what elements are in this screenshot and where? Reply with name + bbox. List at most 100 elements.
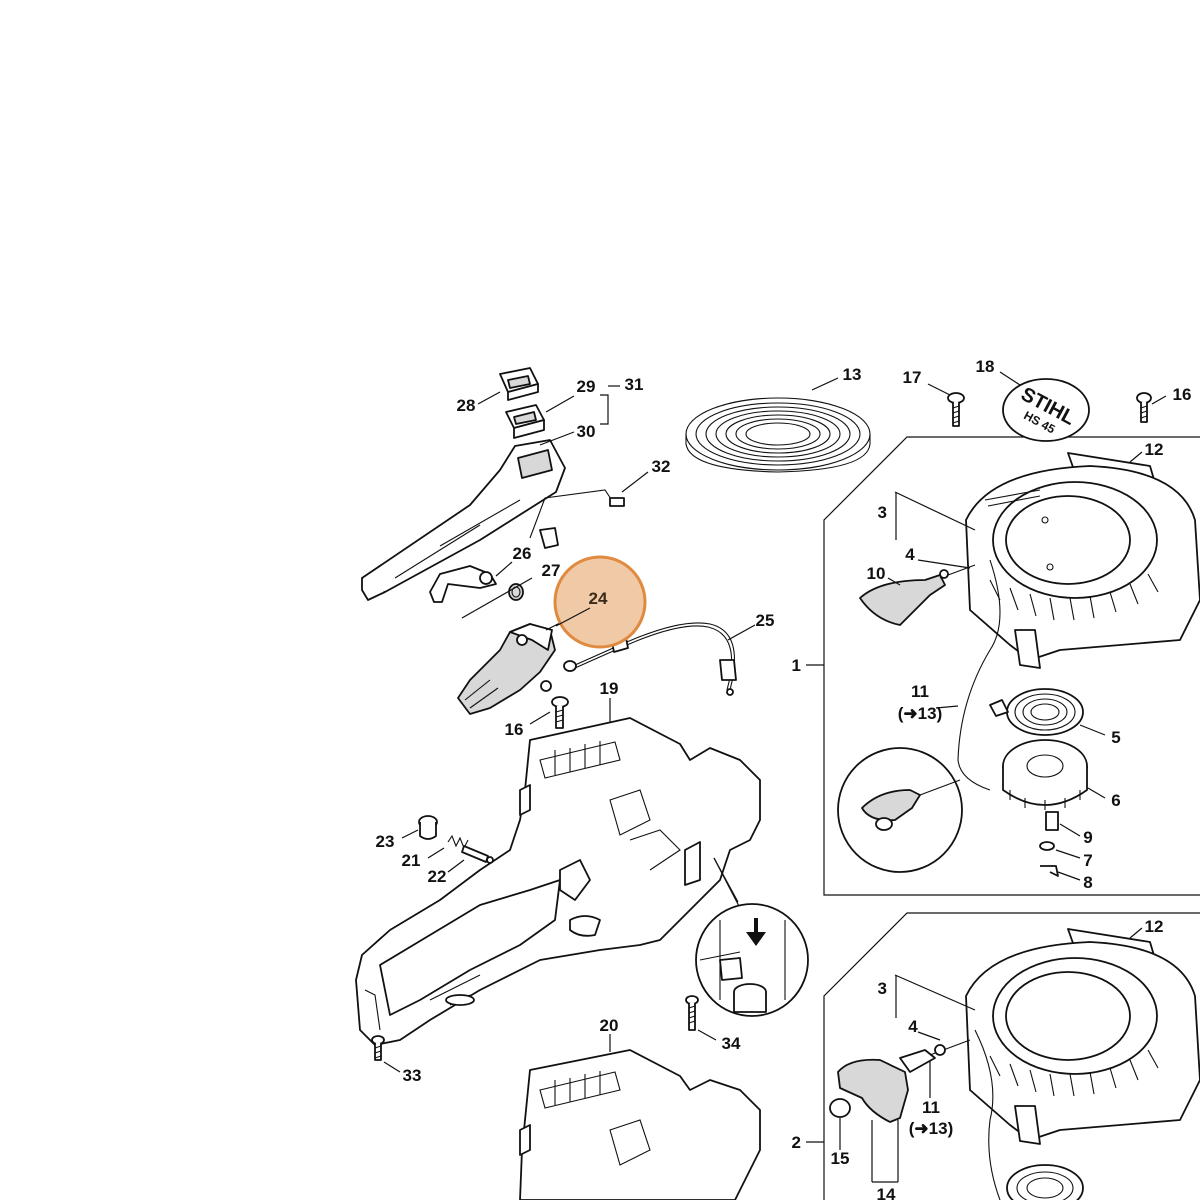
label-34: 34 [722,1034,741,1053]
label-18: 18 [976,357,995,376]
switch-29 [505,404,545,439]
label-3b: 3 [878,979,887,998]
label-31: 31 [625,375,644,394]
label-4b: 4 [908,1017,918,1036]
label-19: 19 [600,679,619,698]
pin-22 [461,845,494,864]
spring-clip-8 [1040,865,1059,877]
label-23: 23 [376,832,395,851]
spring-27 [508,583,524,601]
leader-29 [545,395,575,413]
leader-5 [1079,724,1106,736]
rewind-spring-13 [685,397,871,473]
leader-12b [1129,927,1143,939]
label-11b: 11 [922,1098,940,1117]
label-16a: 16 [1173,385,1192,404]
leader-9 [1059,823,1081,837]
starter-handle-lower [837,1039,971,1123]
handle-detail-view [837,747,963,873]
leader-33 [383,1061,401,1073]
label-10: 10 [867,564,886,583]
label-21: 21 [402,851,421,870]
handle-housing-20 [519,1049,761,1200]
leader-24-inner [555,607,591,627]
label-14: 14 [877,1185,896,1200]
leader-34 [697,1029,717,1041]
leader-22 [447,859,465,873]
label-3a: 3 [878,503,887,522]
label-11a: 11 [911,682,929,701]
leader-3b [894,974,976,1011]
screw-16-left [551,696,569,729]
starter-rope-lower [974,1029,1001,1200]
leader-23 [401,829,419,839]
leader-8 [1057,871,1081,881]
starter-assembly-2-frame [823,912,1200,1200]
leader-18 [999,371,1021,386]
leader-detail [713,857,739,903]
label-2: 2 [792,1133,801,1152]
leader-10 [887,577,901,586]
label-25: 25 [756,611,775,630]
label-29: 29 [577,377,596,396]
label-30: 30 [577,422,596,441]
label-1: 1 [792,656,801,675]
rope-rotor-6 [1002,739,1088,810]
rewind-spring-5 [989,688,1084,736]
leader-4b [917,1031,941,1041]
starter-housing-upper [965,465,1200,669]
plug-15 [829,1098,851,1118]
leader-3a [894,491,976,531]
label-28: 28 [457,396,476,415]
leader-16b [529,711,551,725]
label-16b: 16 [505,720,524,739]
label-8: 8 [1083,873,1092,892]
label-7: 7 [1083,851,1092,870]
switch-28 [499,367,539,401]
label-13: 13 [843,365,862,384]
starter-rope-11 [957,559,1001,791]
screw-34 [685,995,699,1031]
throttle-rod-32 [529,489,625,549]
spring-lower [1006,1164,1084,1200]
label-24[interactable]: 24 [589,589,608,608]
label-20: 20 [600,1016,619,1035]
label-22: 22 [428,867,447,886]
label-6: 6 [1111,791,1120,810]
leader-13 [811,377,839,391]
starter-handle-10 [859,564,976,626]
label-27: 27 [542,561,561,580]
label-5: 5 [1111,728,1120,747]
highlight-marker-24[interactable] [553,555,647,649]
screw-16-top [1136,392,1152,423]
label-11b-ref: (➜13) [909,1119,953,1138]
label-12b: 12 [1145,917,1164,936]
badge-18: STIHL HS 45 [1002,378,1090,442]
leader-7 [1055,849,1081,859]
leader-26 [495,561,513,577]
leader-4a [917,559,971,569]
screw-33 [371,1035,385,1061]
label-33: 33 [403,1066,422,1085]
leader-11a [935,705,959,709]
bracket-14 [871,1120,899,1183]
leader-32 [621,471,649,493]
leader-27 [461,577,533,619]
label-17: 17 [903,368,922,387]
leader-25 [727,624,756,641]
throttle-trigger-24 [457,623,556,715]
lever-26 [429,565,497,603]
starter-assembly-1-frame [823,436,1200,896]
leader-30 [539,431,575,446]
latch-detail-view [695,857,809,1017]
pawl-9 [1045,811,1059,831]
leader-16a [1151,395,1167,405]
bracket-31 [600,394,609,425]
label-15: 15 [831,1149,850,1168]
handle-housing-19 [355,717,761,1046]
leader-6 [1087,787,1106,799]
screw-17 [947,392,965,427]
leader-21 [427,847,445,859]
